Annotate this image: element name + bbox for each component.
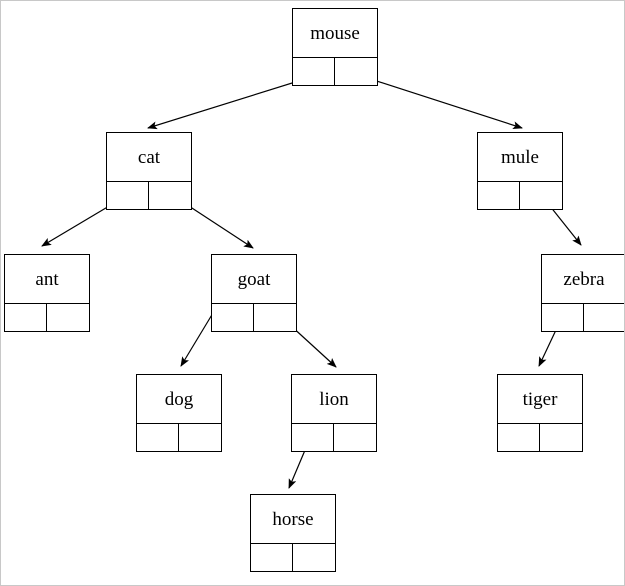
node-label: mule bbox=[501, 146, 539, 168]
node-label: tiger bbox=[522, 388, 558, 410]
node-pointer-row bbox=[5, 303, 89, 332]
node-pointer-row bbox=[542, 303, 624, 332]
tree-node-goat[interactable]: goat bbox=[211, 254, 297, 332]
node-pointer-row bbox=[498, 423, 582, 452]
left-pointer-cell[interactable] bbox=[293, 58, 335, 86]
node-pointer-row bbox=[137, 423, 221, 452]
left-pointer-cell[interactable] bbox=[478, 182, 520, 210]
left-pointer-cell[interactable] bbox=[212, 304, 254, 332]
right-pointer-cell[interactable] bbox=[149, 182, 191, 210]
left-pointer-cell[interactable] bbox=[498, 424, 540, 452]
node-label: lion bbox=[319, 388, 349, 410]
node-label: zebra bbox=[563, 268, 605, 290]
right-pointer-cell[interactable] bbox=[520, 182, 562, 210]
tree-node-lion[interactable]: lion bbox=[291, 374, 377, 452]
left-pointer-cell[interactable] bbox=[5, 304, 47, 332]
node-label: goat bbox=[237, 268, 271, 290]
right-pointer-cell[interactable] bbox=[254, 304, 296, 332]
node-pointer-row bbox=[478, 181, 562, 210]
node-label: mouse bbox=[310, 22, 360, 44]
tree-node-mule[interactable]: mule bbox=[477, 132, 563, 210]
left-pointer-cell[interactable] bbox=[292, 424, 334, 452]
node-label: dog bbox=[164, 388, 194, 410]
left-pointer-cell[interactable] bbox=[107, 182, 149, 210]
right-pointer-cell[interactable] bbox=[47, 304, 89, 332]
left-pointer-cell[interactable] bbox=[542, 304, 584, 332]
tree-node-cat[interactable]: cat bbox=[106, 132, 192, 210]
node-pointer-row bbox=[251, 543, 335, 572]
tree-node-mouse[interactable]: mouse bbox=[292, 8, 378, 86]
right-pointer-cell[interactable] bbox=[293, 544, 335, 572]
node-label: horse bbox=[272, 508, 314, 530]
tree-edge-goat-to-dog bbox=[180, 312, 214, 367]
node-pointer-row bbox=[292, 423, 376, 452]
left-pointer-cell[interactable] bbox=[137, 424, 179, 452]
right-pointer-cell[interactable] bbox=[335, 58, 377, 86]
node-pointer-row bbox=[107, 181, 191, 210]
right-pointer-cell[interactable] bbox=[584, 304, 624, 332]
tree-node-tiger[interactable]: tiger bbox=[497, 374, 583, 452]
tree-node-ant[interactable]: ant bbox=[4, 254, 90, 332]
right-pointer-cell[interactable] bbox=[179, 424, 221, 452]
node-pointer-row bbox=[293, 57, 377, 86]
node-label: cat bbox=[137, 146, 161, 168]
tree-node-horse[interactable]: horse bbox=[250, 494, 336, 572]
right-pointer-cell[interactable] bbox=[540, 424, 582, 452]
right-pointer-cell[interactable] bbox=[334, 424, 376, 452]
left-pointer-cell[interactable] bbox=[251, 544, 293, 572]
tree-node-dog[interactable]: dog bbox=[136, 374, 222, 452]
node-pointer-row bbox=[212, 303, 296, 332]
tree-node-zebra[interactable]: zebra bbox=[541, 254, 624, 332]
node-label: ant bbox=[35, 268, 59, 290]
